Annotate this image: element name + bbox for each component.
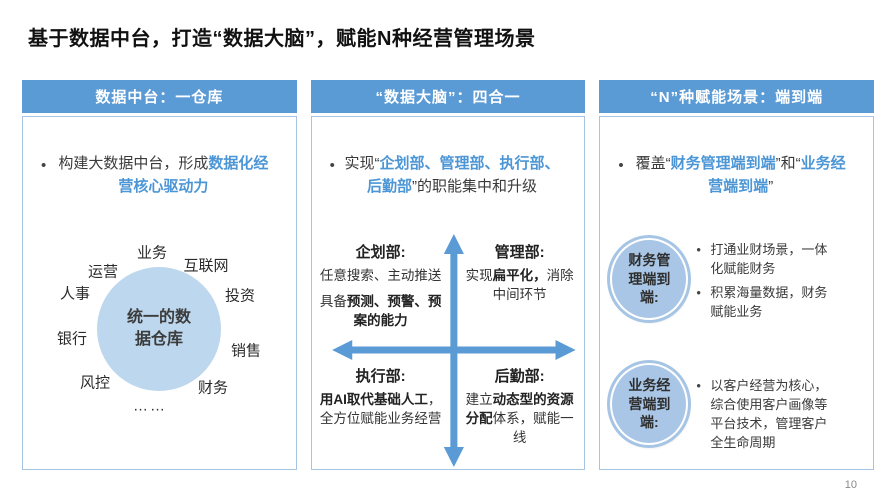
page-number: 10 — [844, 479, 857, 491]
source-label-business: 业务 — [136, 244, 168, 262]
arrowhead-right-icon — [555, 340, 576, 360]
bullet-marker: • — [618, 157, 624, 174]
panel1-header: 数据中台：一仓库 — [22, 80, 297, 113]
line-bold: 用AI取代基础人工 — [319, 392, 428, 407]
quadrant-planning-dept: 企划部: 任意搜索、主动推送 具备预测、预警、预案的能力 — [314, 241, 448, 338]
panel1-bullet: • 构建大数据中台，形成数据化经营核心驱动力 — [31, 153, 288, 198]
panel3-bullet-prefix: 覆盖“ — [635, 155, 671, 172]
quadrant-title: 后勤部: — [494, 368, 545, 385]
panel-data-brain: “数据大脑”：四合一 • 实现“企划部、管理部、执行部、后勤部”的职能集中和升级… — [310, 80, 586, 470]
list-item: • 打通业财场景，一体化赋能财务 — [696, 241, 838, 279]
finance-bullet-list: • 打通业财场景，一体化赋能财务 • 积累海量数据，财务赋能业务 — [696, 241, 838, 326]
quadrant-management-dept: 管理部: 实现扁平化，消除中间环节 — [460, 241, 580, 312]
panel3-bullet-suffix: ” — [768, 177, 774, 195]
panel2-bullet: • 实现“企划部、管理部、执行部、后勤部”的职能集中和升级 — [320, 153, 577, 198]
panel2-bullet-highlight: 企划部、管理部、执行部、后勤部 — [367, 155, 560, 195]
panel-data-warehouse: 数据中台：一仓库 • 构建大数据中台，形成数据化经营核心驱动力 统一的数据仓库 … — [22, 80, 297, 470]
source-label-hr: 人事 — [59, 285, 91, 303]
line-bold: 扁平化， — [492, 268, 547, 283]
list-item-text: 打通业财场景，一体化赋能财务 — [710, 242, 828, 276]
quadrant-line: 实现扁平化，消除中间环节 — [460, 267, 580, 305]
badge-business-end-to-end: 业务经营端到端: — [610, 363, 689, 445]
bullet-marker: • — [41, 157, 47, 174]
quadrant-line: 用AI取代基础人工，全方位赋能业务经营 — [314, 391, 448, 429]
source-label-investment: 投资 — [224, 287, 256, 305]
quadrant-line: 任意搜索、主动推送 — [319, 268, 442, 283]
source-label-finance: 财务 — [197, 379, 229, 397]
line-bold: 动态型的资源分配 — [465, 392, 574, 426]
list-item-text: 以客户经营为核心，综合使用客户画像等平台技术，管理客户全生命周期 — [710, 378, 828, 450]
panel-container: 数据中台：一仓库 • 构建大数据中台，形成数据化经营核心驱动力 统一的数据仓库 … — [22, 80, 875, 470]
panel3-bullet: • 覆盖“财务管理端到端”和“业务经营端到端” — [608, 153, 865, 198]
quadrant-line: 建立动态型的资源分配体系，赋能一线 — [460, 391, 580, 448]
panel2-body: • 实现“企划部、管理部、执行部、后勤部”的职能集中和升级 企划部: 任意搜索、… — [310, 116, 586, 470]
slide-title: 基于数据中台，打造“数据大脑”，赋能N种经营管理场景 — [28, 28, 536, 50]
panel2-bullet-prefix: 实现“ — [344, 155, 380, 172]
quadrant-axes — [331, 234, 576, 467]
unified-warehouse-circle: 统一的数据仓库 — [97, 267, 221, 391]
line-bold: 预测、预警、预案的能力 — [346, 293, 442, 328]
panel3-bullet-highlight2: 业务经营端到端 — [708, 155, 846, 195]
bullet-marker: • — [696, 284, 701, 300]
arrowhead-down-icon — [443, 447, 464, 467]
line-suffix: 消除中间环节 — [492, 268, 574, 302]
panel-enablement-scenarios: “N”种赋能场景：端到端 • 覆盖“财务管理端到端”和“业务经营端到端” 财务管… — [599, 80, 875, 470]
data-warehouse-diagram: 统一的数据仓库 业务 互联网 运营 人事 投资 银行 销售 风控 财务 …… — [23, 117, 296, 469]
line-suffix: 体系，赋能一线 — [492, 410, 574, 445]
quadrant-title: 执行部: — [355, 368, 406, 385]
panel3-bullet-highlight1: 财务管理端到端 — [670, 155, 776, 172]
bullet-marker: • — [696, 378, 701, 393]
list-item-text: 积累海量数据，财务赋能业务 — [710, 284, 828, 319]
arrowhead-left-icon — [331, 340, 352, 360]
line-prefix: 实现 — [465, 268, 493, 283]
panel1-body: • 构建大数据中台，形成数据化经营核心驱动力 统一的数据仓库 业务 互联网 运营… — [22, 116, 297, 470]
bullet-marker: • — [696, 242, 701, 257]
panel1-bullet-text: 构建大数据中台，形成 — [58, 155, 209, 172]
panel3-header: “N”种赋能场景：端到端 — [599, 80, 875, 113]
panel3-bullet-mid: ”和“ — [775, 155, 801, 172]
circle-center-label: 统一的数据仓库 — [126, 309, 191, 348]
business-bullet-list: • 以客户经营为核心，综合使用客户画像等平台技术，管理客户全生命周期 — [696, 377, 838, 457]
badge-label: 业务经营端到端: — [628, 376, 671, 431]
quadrant-title: 企划部: — [355, 244, 406, 261]
panel3-body: • 覆盖“财务管理端到端”和“业务经营端到端” 财务管理端到端: • 打通业财场… — [599, 116, 875, 470]
line-suffix: ，全方位赋能业务经营 — [319, 392, 442, 426]
source-label-internet: 互联网 — [183, 257, 229, 275]
quadrant-logistics-dept: 后勤部: 建立动态型的资源分配体系，赋能一线 — [460, 365, 580, 455]
line-prefix: 建立 — [465, 392, 493, 407]
list-item: • 积累海量数据，财务赋能业务 — [696, 284, 838, 322]
panel2-header: “数据大脑”：四合一 — [310, 80, 586, 113]
source-label-risk: 风控 — [79, 374, 111, 392]
bullet-marker: • — [329, 157, 335, 174]
quadrant-execution-dept: 执行部: 用AI取代基础人工，全方位赋能业务经营 — [314, 365, 448, 436]
source-label-sales: 销售 — [230, 342, 262, 360]
source-label-banking: 银行 — [56, 330, 88, 348]
arrowhead-up-icon — [443, 234, 464, 254]
quadrant-title: 管理部: — [494, 244, 545, 261]
list-item: • 以客户经营为核心，综合使用客户画像等平台技术，管理客户全生命周期 — [696, 377, 838, 452]
panel1-bullet-highlight: 数据化经营核心驱动力 — [118, 155, 269, 195]
panel2-bullet-suffix: ”的职能集中和升级 — [412, 177, 538, 195]
quadrant-line: 具备预测、预警、预案的能力 — [314, 293, 448, 331]
source-label-operations: 运营 — [87, 263, 119, 281]
badge-finance-end-to-end: 财务管理端到端: — [610, 238, 689, 320]
source-label-ellipsis: …… — [133, 397, 167, 415]
badge-label: 财务管理端到端: — [628, 251, 671, 306]
line-prefix: 具备 — [319, 293, 347, 309]
